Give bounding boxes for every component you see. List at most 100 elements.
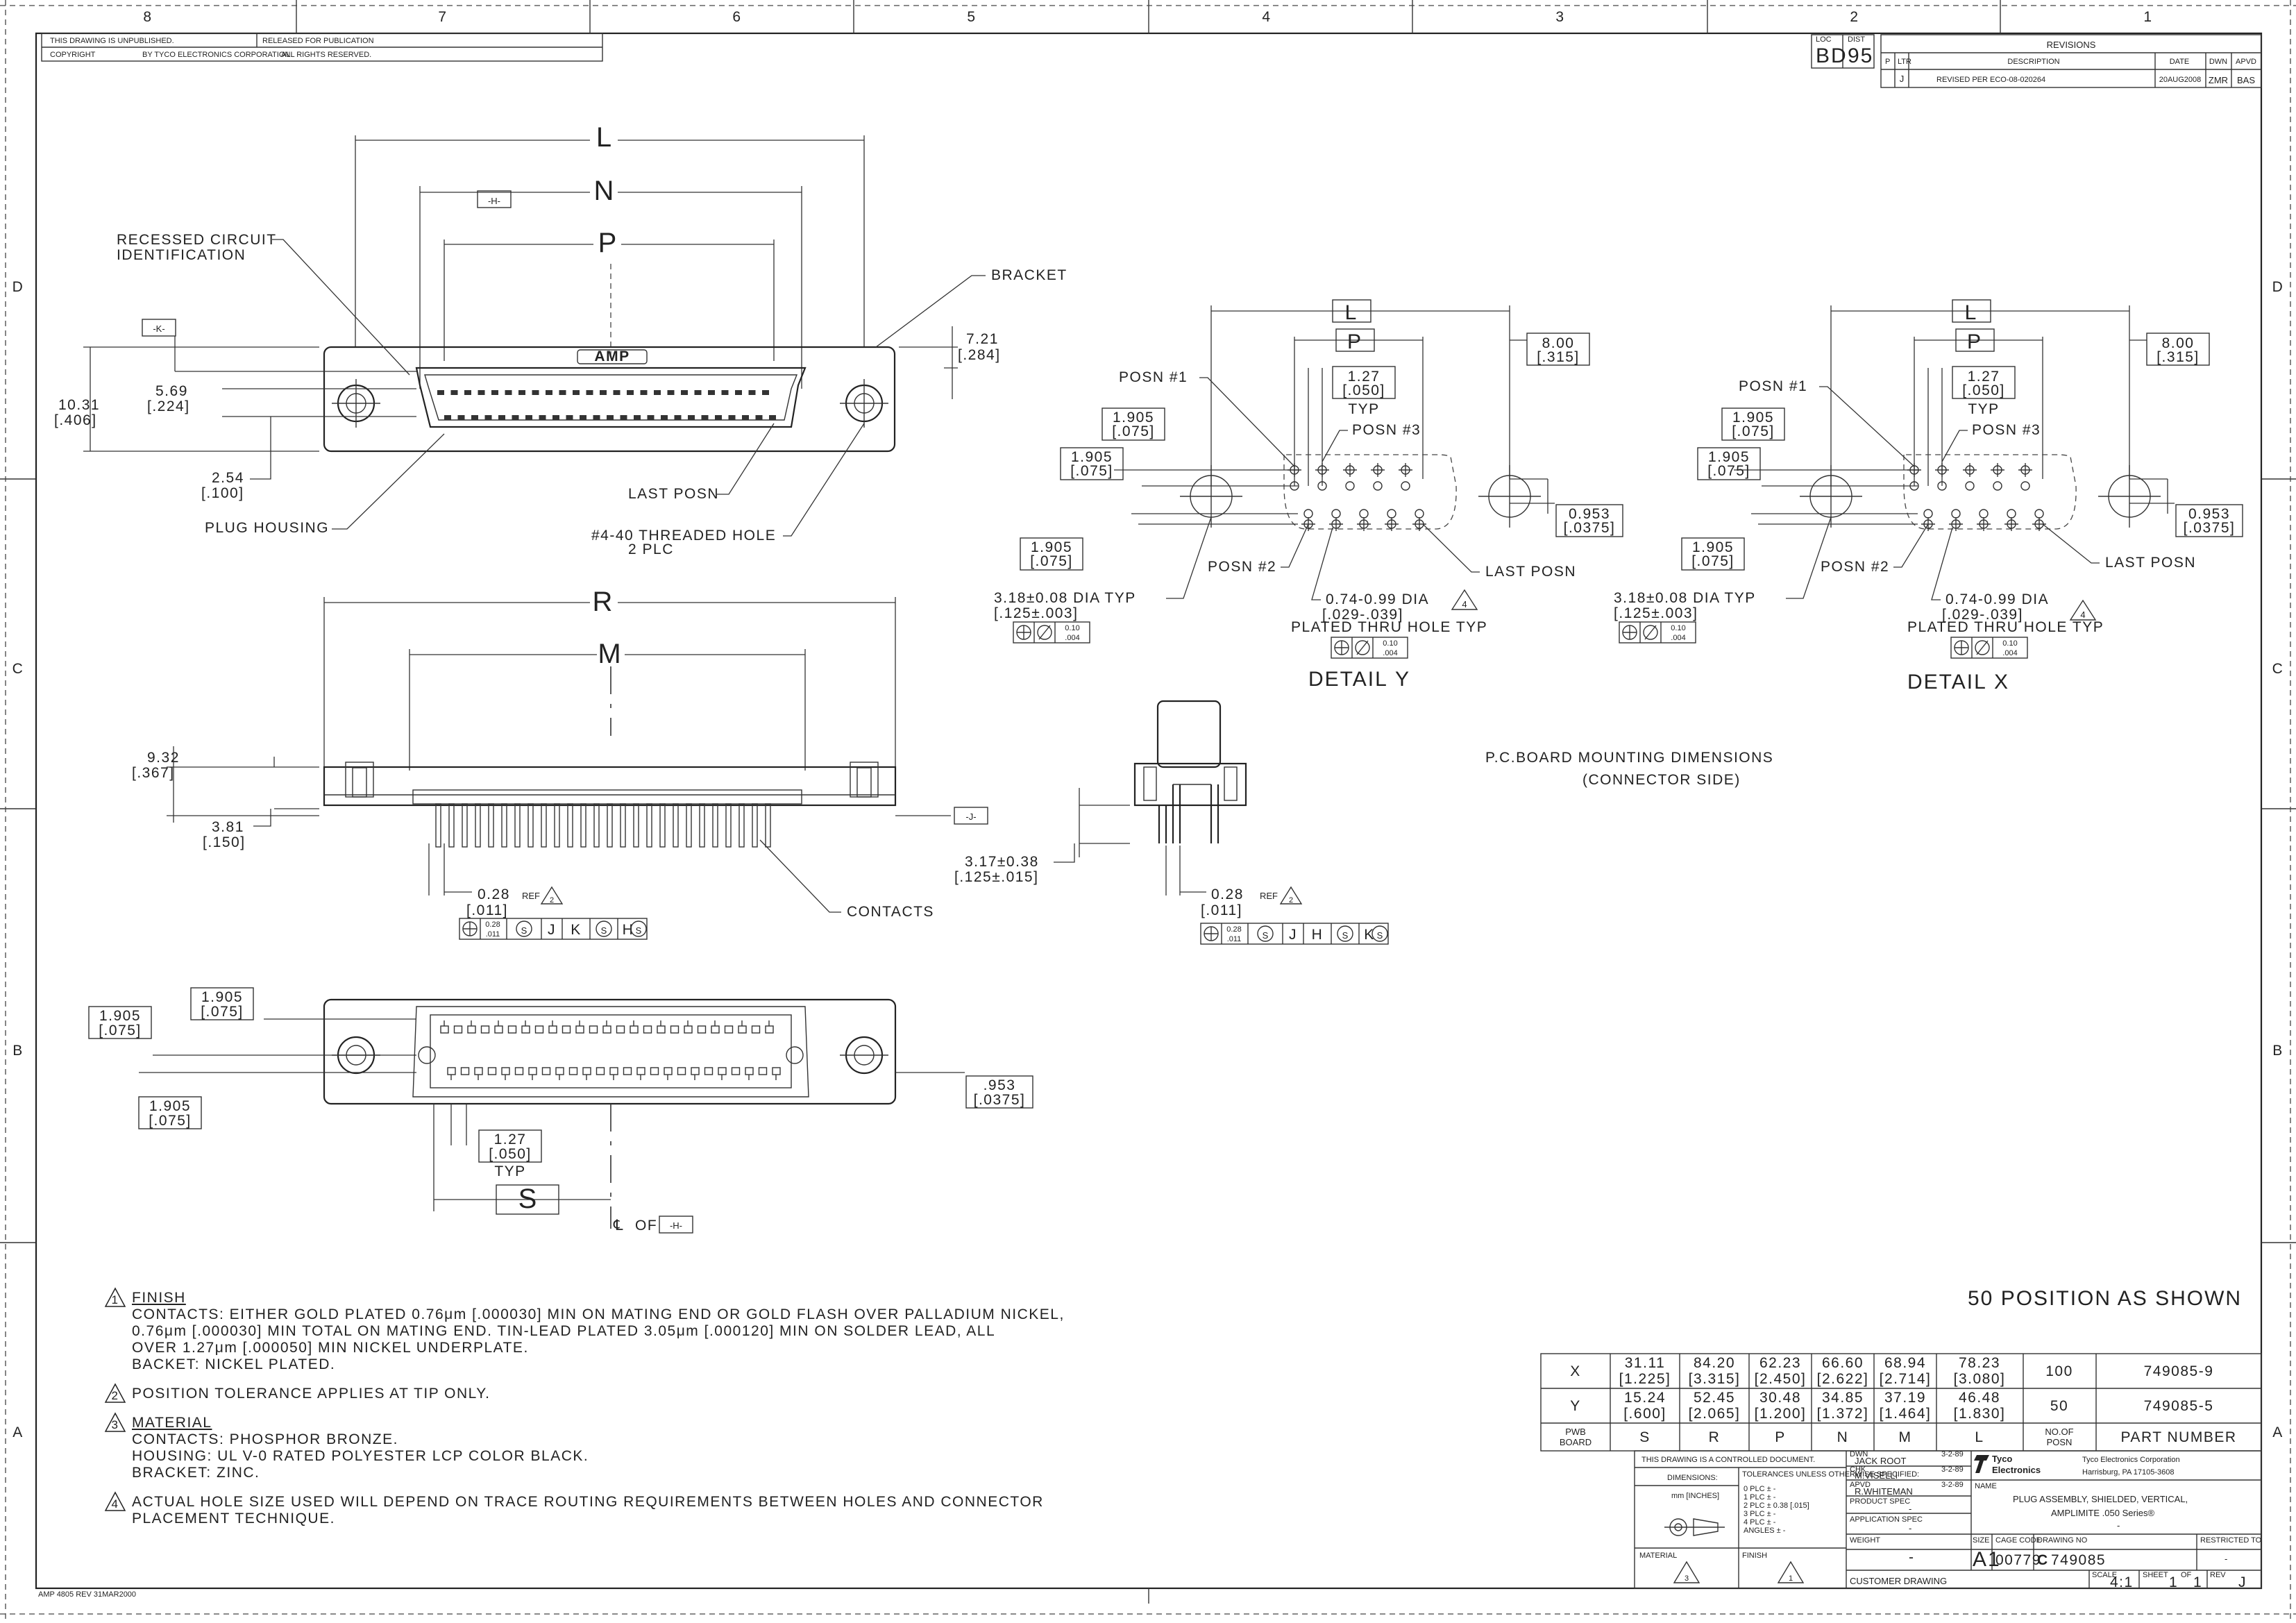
table-cell-part-number: 749085-5 [2144,1398,2214,1414]
contact [580,415,586,420]
contact [661,415,668,420]
ref-label: REF [1260,891,1278,901]
contact [755,415,763,420]
pcb-hole [1359,509,1369,519]
rev-col: DATE [2170,58,2190,66]
dim-1.27: 1.27 [1348,369,1381,385]
dim-0.075: [.075] [99,1023,142,1038]
contact-pin [607,803,613,848]
fcf-datum: H [1312,927,1324,943]
copyright-text: COPYRIGHT [50,51,96,59]
contact-pad [568,1067,578,1075]
dim-0.367: [.367] [132,765,175,781]
pcb-hole-pattern [1288,463,1426,531]
dim-0.0375: [.0375] [1564,520,1616,536]
contact-pad [664,1067,673,1075]
dim-1.905: 1.905 [1692,539,1734,555]
fcf-datum: J [1289,927,1297,943]
zone-label: D [2272,279,2284,295]
dim-0.28: 0.28 [478,886,510,902]
dim-N: N [594,176,614,206]
material-note-flag: 3 [1685,1574,1689,1583]
rev-label: REV [2210,1571,2226,1579]
rev-value: J [2238,1574,2247,1590]
tyco-logo [1974,1455,1989,1473]
contact-pin [580,803,586,848]
contact-pad [575,1025,584,1034]
zone-label: A [12,1424,24,1440]
restricted-value: - [2225,1554,2227,1564]
dim-7.21: 7.21 [966,331,999,347]
position-tolerance-frame: 0.28 .011 S J K S H S [459,918,648,940]
contact [600,390,607,395]
contact [769,415,776,420]
dim-0.075: [.075] [1070,463,1113,479]
dim-2.54: 2.54 [212,470,244,486]
mount-hole-inch: [.125±.003] [994,605,1078,621]
tolerance-line: 3 PLC ± - [1744,1510,1776,1518]
contact-pad [650,1067,659,1075]
dim-0.953: 0.953 [2188,506,2230,522]
fcf-datum: J [548,922,556,938]
dim-3.17: 3.17±0.38 [965,854,1039,870]
note-flag-icon: 2 [104,1383,126,1404]
zone-label: A [2272,1424,2284,1440]
name-label: NAME [1975,1482,1997,1490]
contact-pad [555,1067,564,1075]
rev-col: DESCRIPTION [2007,58,2059,66]
contact-pad [616,1025,625,1034]
pcb-hole [2034,509,2044,519]
typ-label: TYP [1348,401,1379,417]
contact-pad [684,1025,693,1034]
contact-pad [528,1067,537,1075]
table-cell-posn: 50 [2050,1398,2068,1414]
contact [546,390,552,395]
table-cell-mm: 46.48 [1959,1390,2000,1406]
contact-pad [494,1025,503,1034]
contact-pad [758,1067,768,1075]
dim-0.075: [.075] [1030,553,1073,569]
typ-label: TYP [1968,401,1999,417]
contact-pin [686,803,692,848]
cage-code-label: CAGE CODE [1995,1536,2041,1545]
table-cell-inch: [3.315] [1689,1371,1741,1387]
detail-x: L P 8.00 [.315] 1.27 [.050] TYP POSN #1 … [1614,299,2243,693]
table-cell-inch: [.600] [1623,1406,1666,1422]
contact [573,390,580,395]
company-name: Tyco Electronics Corporation [2082,1456,2180,1464]
contact-pin [501,803,507,848]
pcb-hole [1303,509,1313,519]
pcb-title: P.C.BOARD MOUNTING DIMENSIONS [1485,750,1773,766]
plated-thru-label: PLATED THRU HOLE TYP [1907,619,2104,635]
contact-pin [527,803,534,848]
position-tolerance-frame: 0.28 .011 S J H S K S [1200,923,1389,945]
dim-1.905: 1.905 [201,989,243,1005]
zone-label: B [2272,1043,2284,1059]
table-cell-inch: [3.080] [1954,1371,2006,1387]
table-cell-mm: 66.60 [1822,1355,1864,1371]
contact [593,415,600,420]
dim-0.953: .953 [984,1077,1016,1093]
last-posn-label: LAST POSN [628,486,719,502]
tolerances-label: TOLERANCES UNLESS OTHERWISE SPECIFIED: [1742,1470,1919,1479]
contact [437,390,444,395]
contact [721,390,729,395]
contact-pin [646,803,652,848]
centerline-symbol: ℄ [613,1218,624,1234]
table-footer: N [1837,1429,1849,1445]
pcb-hole [1401,481,1410,491]
contact-pin [659,803,666,848]
tol-value-inch: .004 [1671,634,1685,642]
dim-3.81: 3.81 [212,819,244,835]
contact-pin [633,803,639,848]
company-address: Harrisburg, PA 17105-3608 [2082,1468,2175,1477]
contact-pad [745,1067,754,1075]
finish-note-flag: 1 [1789,1574,1793,1583]
dim-0.125: [.125±.015] [954,869,1038,885]
contact-pad [697,1025,707,1034]
product-spec-label: PRODUCT SPEC [1850,1497,1910,1506]
dim-5.69: 5.69 [155,383,188,399]
table-footer: M [1899,1429,1912,1445]
